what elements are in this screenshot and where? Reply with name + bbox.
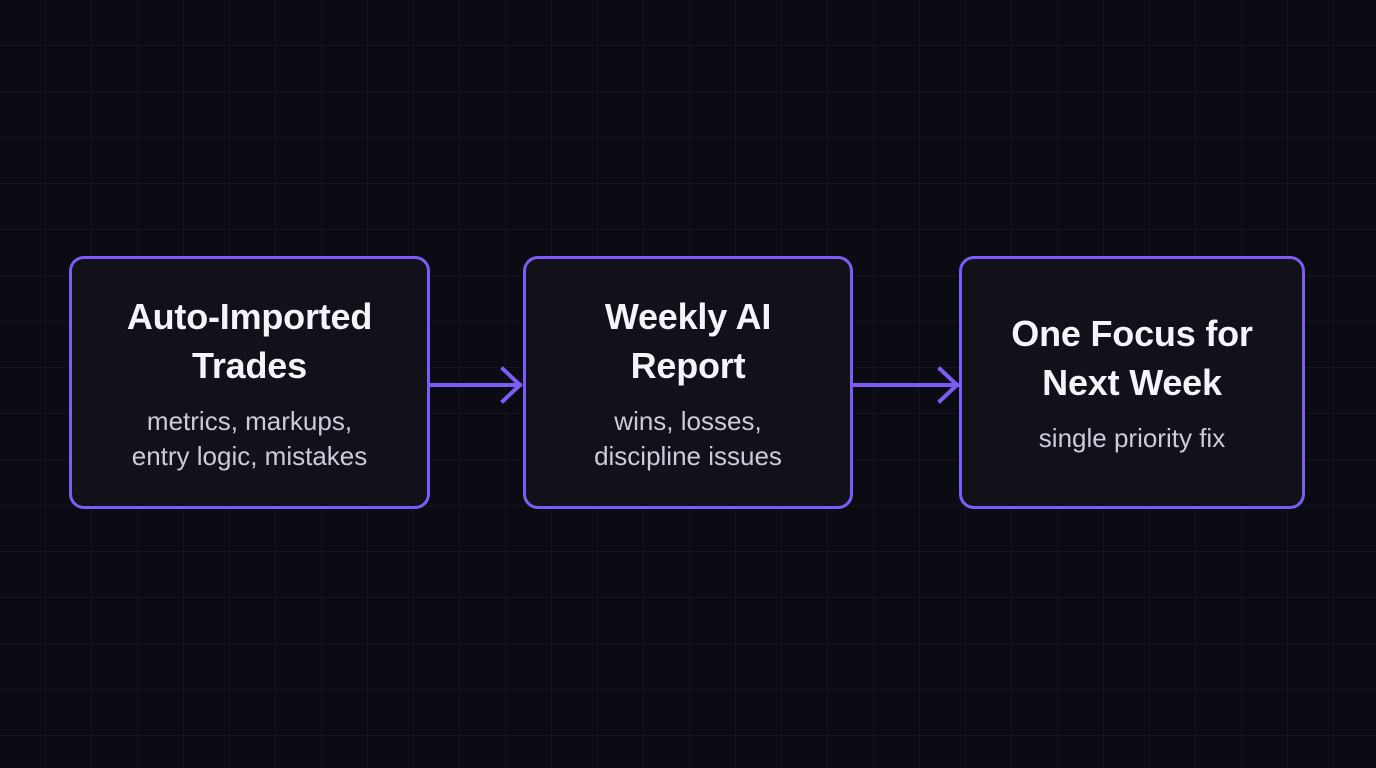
flow-node-weekly-ai-report[interactable]: Weekly AI Report wins, losses, disciplin… — [523, 256, 853, 509]
flow-node-title: One Focus for Next Week — [1011, 313, 1253, 403]
flow-node-one-focus-for-next-week[interactable]: One Focus for Next Week single priority … — [959, 256, 1305, 509]
flow-node-title: Weekly AI Report — [604, 295, 772, 386]
flow-node-subtitle: wins, losses, discipline issues — [594, 405, 782, 471]
flow-node-subtitle: metrics, markups, entry logic, mistakes — [131, 405, 368, 471]
flow-connector-arrow-2 — [851, 360, 961, 410]
flow-node-auto-imported-trades[interactable]: Auto-Imported Trades metrics, markups, e… — [69, 256, 430, 509]
flow-node-title: Auto-Imported Trades — [126, 295, 373, 386]
flow-node-subtitle: single priority fix — [1038, 423, 1226, 453]
flow-connector-arrow-1 — [428, 360, 524, 410]
